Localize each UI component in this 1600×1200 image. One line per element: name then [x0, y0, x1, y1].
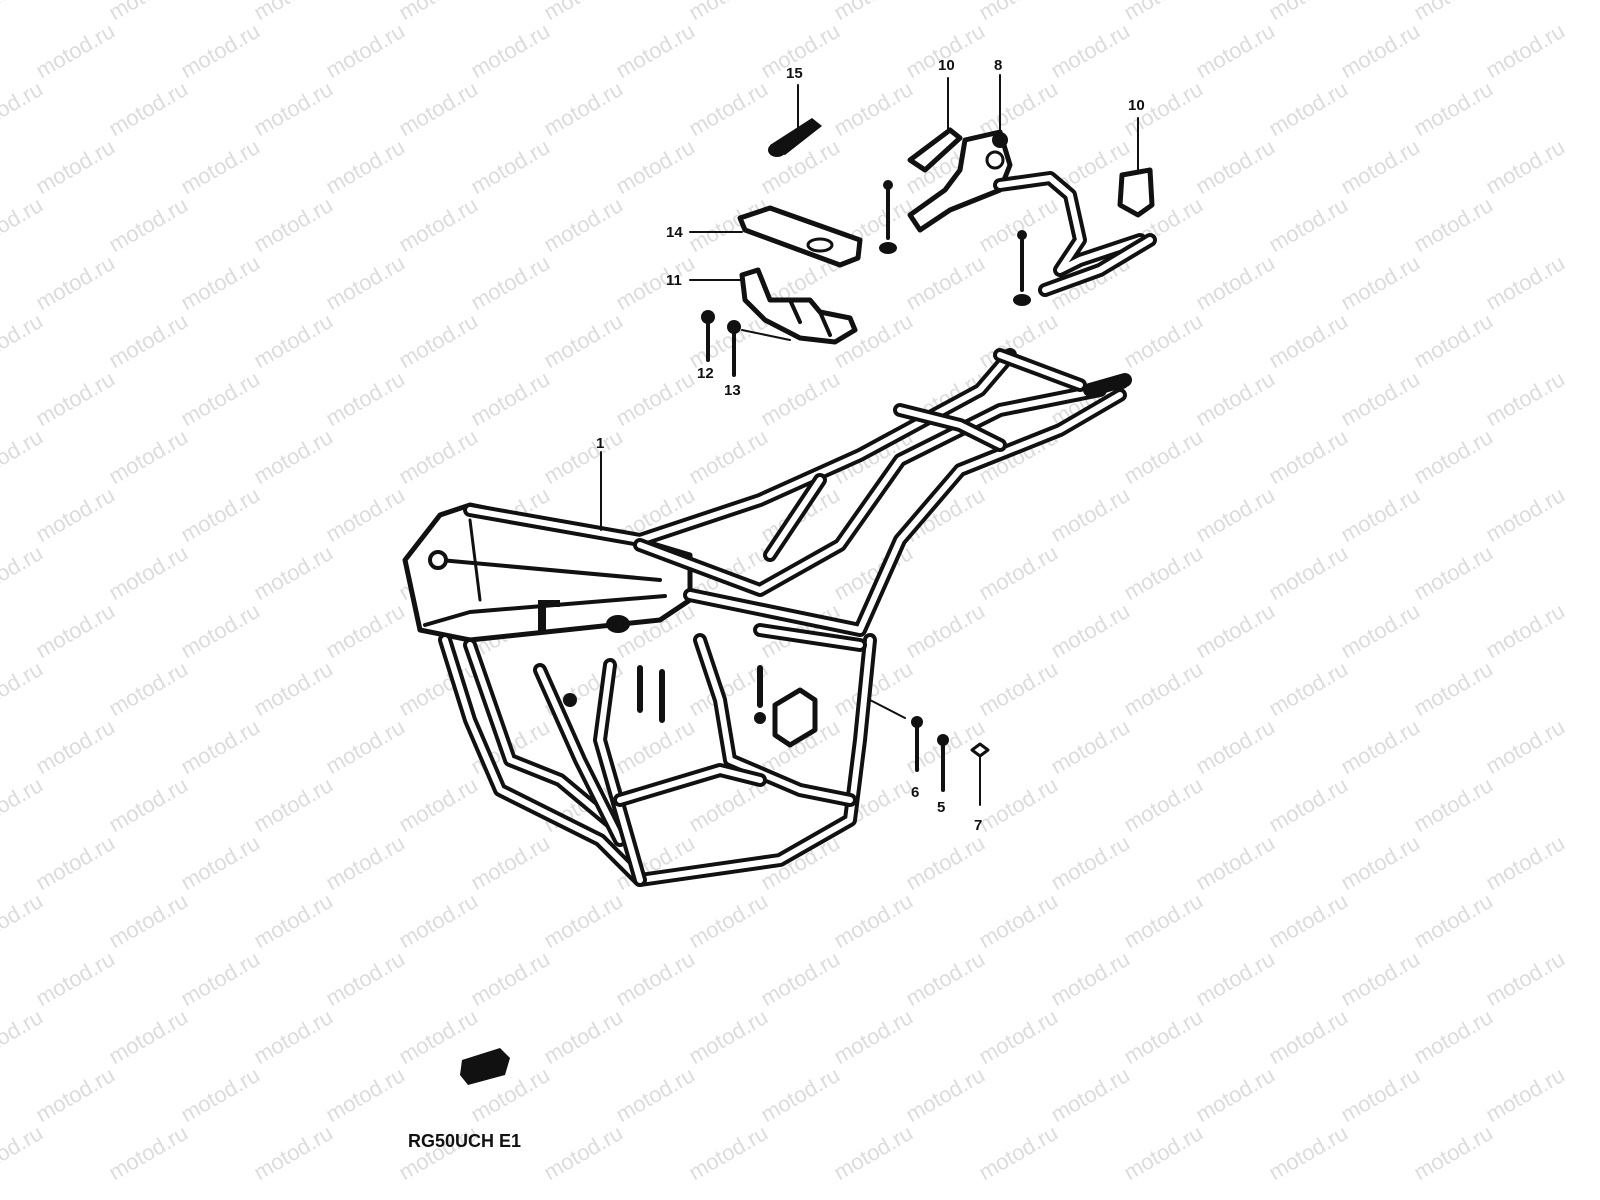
callout-5: 5 [937, 799, 945, 816]
part-15-bracket [768, 84, 822, 157]
callout-14: 14 [666, 224, 683, 241]
callout-13: 13 [724, 382, 741, 399]
callout-12: 12 [697, 365, 714, 382]
callout-15: 15 [786, 65, 803, 82]
part-11-bracket [689, 267, 858, 377]
callout-10a: 10 [938, 57, 955, 74]
bolts-group-5-6-7 [869, 699, 990, 806]
main-frame [402, 348, 1132, 887]
tag-mark-icon [460, 1048, 510, 1085]
model-code: RG50UCH E1 [408, 1131, 521, 1151]
callout-1: 1 [596, 435, 604, 452]
callout-8: 8 [994, 57, 1002, 74]
callout-7: 7 [974, 817, 982, 834]
callout-10b: 10 [1128, 97, 1145, 114]
part-14-plate [689, 205, 863, 268]
footrest-bracket-assembly [879, 74, 1157, 306]
callout-11: 11 [666, 272, 682, 289]
callout-6: 6 [911, 784, 919, 801]
